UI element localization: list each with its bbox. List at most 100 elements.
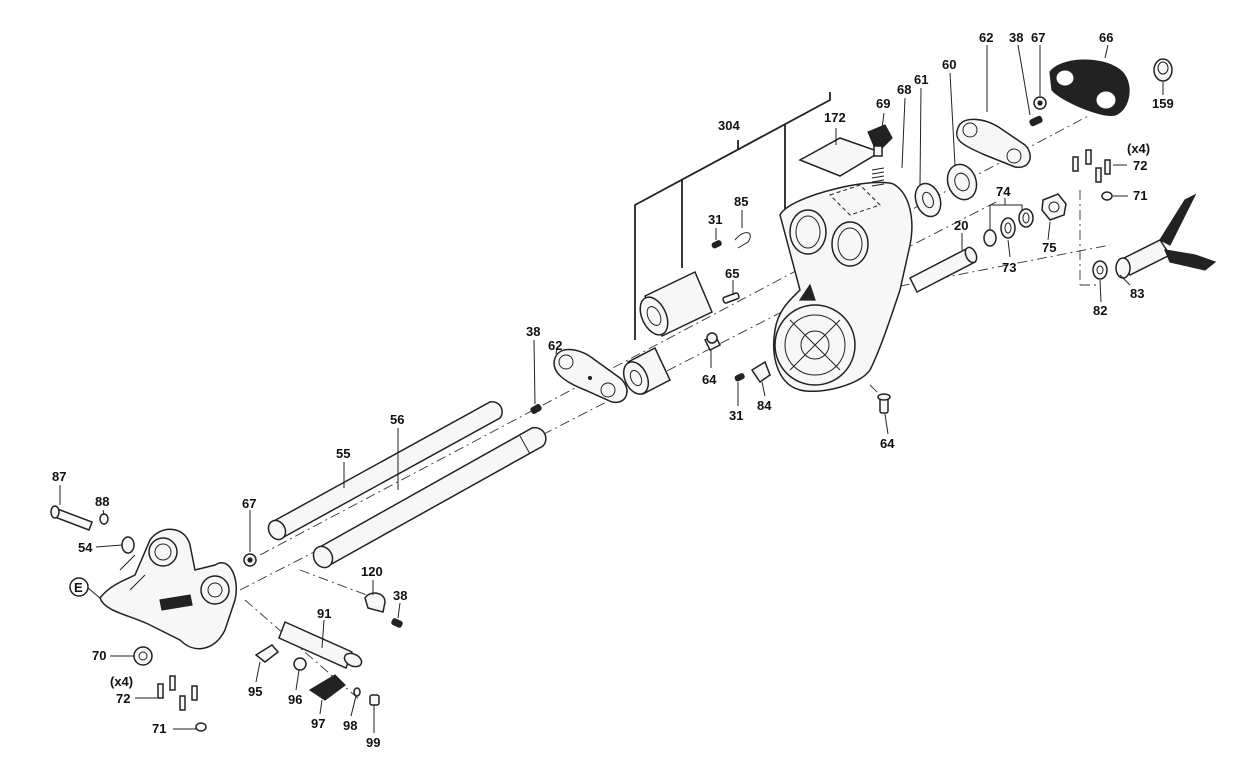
cap-71-top — [1101, 191, 1113, 201]
cap-159 — [1153, 58, 1173, 82]
label-54: 54 — [78, 540, 93, 555]
washers-74 — [983, 208, 1034, 247]
screw-99 — [369, 694, 380, 706]
screws-72-top — [1072, 149, 1111, 183]
nut-67-left — [243, 553, 257, 567]
screw-31-lower — [734, 373, 745, 382]
tube-56 — [312, 426, 547, 569]
main-housing — [773, 181, 913, 392]
washer-96 — [293, 657, 307, 671]
label-75: 75 — [1042, 240, 1056, 255]
bracket-95 — [254, 644, 280, 663]
label-97: 97 — [311, 716, 325, 731]
clip-120 — [364, 592, 386, 613]
lever-83 — [1115, 193, 1217, 279]
nut-67-top — [1033, 96, 1047, 110]
shaft-20 — [908, 246, 978, 294]
screws-72-left — [157, 675, 198, 711]
assembly-bracket-304 — [634, 92, 831, 340]
plate-62-left — [553, 348, 628, 403]
label-69: 69 — [876, 96, 890, 111]
label-56: 56 — [390, 412, 404, 427]
tube-55 — [267, 401, 503, 541]
end-bracket — [99, 528, 237, 650]
screw-38-mid — [530, 404, 542, 414]
part-labels: 304 172 69 68 61 60 62 38 67 66 159 (x4)… — [52, 30, 1174, 750]
label-x4-left: (x4) — [110, 674, 133, 689]
label-68: 68 — [897, 82, 911, 97]
cap-71-left — [195, 722, 207, 732]
label-304: 304 — [718, 118, 740, 133]
washer-61 — [914, 182, 942, 218]
label-74: 74 — [996, 184, 1011, 199]
label-70: 70 — [92, 648, 106, 663]
washer-98 — [353, 687, 361, 697]
plate-62-right — [956, 118, 1031, 169]
label-64-mid: 64 — [702, 372, 717, 387]
label-60: 60 — [942, 57, 956, 72]
washer-82 — [1092, 260, 1108, 280]
center-lines — [239, 114, 1111, 701]
washer-88 — [99, 513, 109, 525]
lever-97 — [308, 674, 346, 701]
pin-65 — [722, 292, 740, 304]
bushing-lower — [622, 346, 671, 396]
label-67-top: 67 — [1031, 30, 1045, 45]
bushing-54 — [121, 536, 135, 554]
label-83: 83 — [1130, 286, 1144, 301]
label-99: 99 — [366, 735, 380, 750]
leader-lines — [59, 44, 1164, 733]
screw-64-lower — [877, 393, 891, 414]
label-95: 95 — [248, 684, 262, 699]
label-plate-172 — [798, 137, 882, 177]
screw-38-top — [1029, 115, 1043, 127]
cap-70 — [133, 646, 153, 666]
label-85: 85 — [734, 194, 748, 209]
label-82: 82 — [1093, 303, 1107, 318]
label-91: 91 — [317, 606, 331, 621]
callout-e-circle — [69, 577, 89, 597]
label-38-lower: 38 — [393, 588, 407, 603]
label-55: 55 — [336, 446, 350, 461]
screw-64-mid — [703, 332, 722, 352]
label-38-top: 38 — [1009, 30, 1023, 45]
spring-68 — [871, 167, 885, 187]
label-67-left: 67 — [242, 496, 256, 511]
label-71-left: 71 — [152, 721, 166, 736]
label-72-left: 72 — [116, 691, 130, 706]
label-31-lower: 31 — [729, 408, 743, 423]
label-73: 73 — [1002, 260, 1016, 275]
label-159: 159 — [1152, 96, 1174, 111]
label-66: 66 — [1099, 30, 1113, 45]
label-62-mid: 62 — [548, 338, 562, 353]
label-71-top: 71 — [1133, 188, 1147, 203]
label-x4-top: (x4) — [1127, 141, 1150, 156]
label-64-lower: 64 — [880, 436, 895, 451]
label-120: 120 — [361, 564, 383, 579]
label-87: 87 — [52, 469, 66, 484]
bushing-upper — [639, 270, 713, 338]
label-e: E — [74, 580, 83, 595]
label-62-top: 62 — [979, 30, 993, 45]
label-72-top: 72 — [1133, 158, 1147, 173]
screw-38-lower — [391, 618, 403, 628]
shaft-91 — [278, 620, 363, 670]
handle-66 — [1049, 59, 1130, 116]
label-96: 96 — [288, 692, 302, 707]
label-172: 172 — [824, 110, 846, 125]
label-98: 98 — [343, 718, 357, 733]
clip-85 — [734, 232, 751, 249]
label-20: 20 — [954, 218, 968, 233]
label-38-mid: 38 — [526, 324, 540, 339]
clip-84 — [750, 360, 771, 384]
label-65: 65 — [725, 266, 739, 281]
nut-75 — [1041, 193, 1067, 221]
label-88: 88 — [95, 494, 109, 509]
washer-60 — [946, 163, 978, 201]
label-84: 84 — [757, 398, 772, 413]
label-31-upper: 31 — [708, 212, 722, 227]
pin-87 — [50, 505, 93, 531]
screw-31-upper — [711, 240, 722, 249]
